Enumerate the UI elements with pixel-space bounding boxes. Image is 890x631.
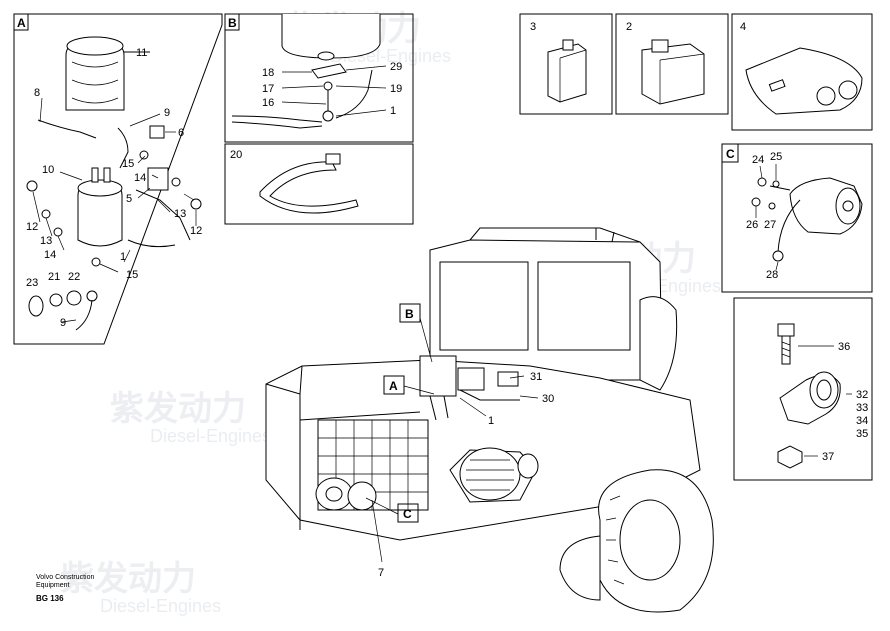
svg-text:紫发动力: 紫发动力: [110, 390, 246, 428]
fuse: [150, 126, 164, 138]
label-32: 32: [856, 389, 868, 401]
callout-b: B: [405, 307, 414, 321]
label-9b: 9: [60, 317, 66, 329]
callout-a: A: [389, 379, 398, 393]
label-31: 31: [530, 371, 542, 383]
label-27: 27: [764, 219, 776, 231]
label-3: 3: [530, 21, 536, 33]
label-1-main: 1: [488, 415, 494, 427]
label-23: 23: [26, 277, 38, 289]
label-25: 25: [770, 151, 782, 163]
panel-a: A: [14, 14, 222, 344]
label-1: 1: [120, 251, 126, 263]
label-18: 18: [262, 67, 274, 79]
label-33: 33: [856, 402, 868, 414]
label-8: 8: [34, 87, 40, 99]
label-36: 36: [838, 341, 850, 353]
box-20: 20: [225, 144, 413, 224]
footer-line2: Equipment: [36, 582, 94, 590]
label-16: 16: [262, 97, 274, 109]
callout-c: C: [403, 507, 412, 521]
panel-a-letter: A: [17, 16, 26, 30]
panel-b-letter: B: [228, 16, 237, 30]
label-14: 14: [134, 172, 146, 184]
label-15: 15: [122, 158, 134, 170]
lamp-bulb: [29, 296, 43, 316]
label-13: 13: [40, 235, 52, 247]
svg-text:Diesel-Engines: Diesel-Engines: [150, 426, 271, 446]
label-30: 30: [542, 393, 554, 405]
solenoid: [78, 168, 122, 246]
panel-c-letter: C: [726, 147, 735, 161]
box-3: 3: [520, 14, 612, 114]
box-4: 4: [732, 14, 872, 130]
label-26: 26: [746, 219, 758, 231]
label-13b: 13: [174, 208, 186, 220]
connector: [148, 168, 168, 190]
label-14b: 14: [44, 249, 56, 261]
label-21: 21: [48, 271, 60, 283]
label-34: 34: [856, 415, 868, 427]
panel-c: C 24 25 26 27 28: [722, 144, 872, 292]
label-1b: 1: [390, 105, 396, 117]
label-29: 29: [390, 61, 402, 73]
label-4: 4: [740, 21, 746, 33]
label-35: 35: [856, 428, 868, 440]
box-2: 2: [616, 14, 728, 114]
label-15b: 15: [126, 269, 138, 281]
label-7: 7: [378, 567, 384, 579]
label-12b: 12: [190, 225, 202, 237]
label-24: 24: [752, 154, 764, 166]
label-9: 9: [164, 107, 170, 119]
panel-bolt: 36 32 33 34 35 37: [734, 298, 872, 480]
label-11: 11: [136, 47, 147, 59]
label-19: 19: [390, 83, 402, 95]
label-17: 17: [262, 83, 274, 95]
footer-line1: Volvo Construction: [36, 574, 94, 582]
label-5: 5: [126, 193, 132, 205]
label-20: 20: [230, 149, 242, 161]
label-12: 12: [26, 221, 38, 233]
label-6: 6: [178, 127, 184, 139]
label-10: 10: [42, 164, 54, 176]
label-22: 22: [68, 271, 80, 283]
footer-ref: BG 136: [36, 594, 64, 603]
label-2: 2: [626, 21, 632, 33]
label-37: 37: [822, 451, 834, 463]
label-28: 28: [766, 269, 778, 281]
svg-text:Diesel-Engines: Diesel-Engines: [100, 596, 221, 616]
footer-company: Volvo Construction Equipment: [36, 574, 94, 590]
